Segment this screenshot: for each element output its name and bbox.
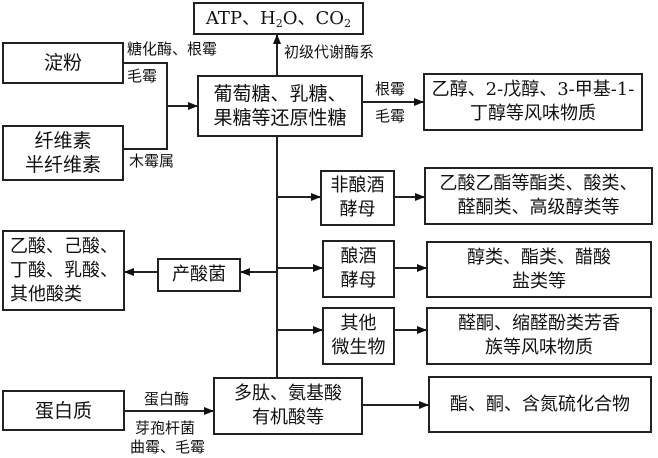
microbe-name-line: 非酿酒 — [330, 175, 385, 196]
sugar-line-2: 果糖等还原性糖 — [213, 107, 347, 129]
products-line: 族等风味物质 — [485, 337, 593, 358]
hemicellulose-label: 半纤维素 — [24, 154, 101, 176]
atp-box-text: ATP、H2O、CO2 — [205, 7, 352, 30]
protease-label: 蛋白酶 — [144, 390, 190, 408]
ester-ketone-sulfur-box: 酯、酮、含氮硫化合物 — [428, 376, 652, 433]
atp-h2o-co2-box: ATP、H2O、CO2 — [193, 2, 364, 35]
starch-box: 淀粉 — [2, 42, 124, 84]
reducing-sugar-box: 葡萄糖、乳糖、 果糖等还原性糖 — [197, 75, 363, 137]
microbe-name-line: 酵母 — [339, 199, 376, 220]
peptide-line: 有机酸等 — [252, 407, 324, 428]
peptide-line: 多肽、氨基酸 — [234, 383, 342, 404]
starch-label: 淀粉 — [43, 52, 82, 74]
products-line: 醛酮类、高级醇类等 — [457, 197, 620, 218]
saccharomyces-products-box: 醇类、酯类、醋酸 盐类等 — [426, 241, 652, 298]
bacillus-label: 芽孢杆菌 — [135, 419, 196, 437]
final-label: 酯、酮、含氮硫化合物 — [450, 393, 630, 415]
alcohol-flavor-box: 乙醇、2-戊醇、3-甲基-1- 丁醇等风味物质 — [423, 73, 643, 131]
products-line: 醛酮、缩醛酚类芳香 — [458, 313, 620, 334]
protein-label: 蛋白质 — [34, 399, 92, 422]
microbe-name-line: 酿酒 — [340, 246, 377, 267]
primary-metabolism-label: 初级代谢酶系 — [284, 43, 375, 61]
products-line: 盐类等 — [512, 270, 566, 292]
protein-box: 蛋白质 — [2, 390, 125, 431]
products-line: 醇类、酯类、醋酸 — [467, 246, 611, 268]
alcohol-line-1: 乙醇、2-戊醇、3-甲基-1- — [431, 79, 635, 100]
acids-line: 丁酸、乳酸、 — [10, 259, 118, 281]
acids-line: 乙酸、己酸、 — [10, 235, 118, 257]
cellulose-enzyme-label: 木霉属 — [129, 152, 175, 170]
cellulose-box: 纤维素 半纤维素 — [2, 125, 124, 181]
sugar-line-1: 葡萄糖、乳糖、 — [213, 83, 347, 105]
microbe-name-line: 酵母 — [340, 270, 377, 291]
other-microbes-products-box: 醛酮、缩醛酚类芳香 族等风味物质 — [426, 307, 652, 365]
alcohol-line-2: 丁醇等风味物质 — [470, 103, 596, 124]
acids-box: 乙酸、己酸、 丁酸、乳酸、 其他酸类 — [2, 230, 125, 311]
starch-enzyme-label: 糖化酶、根霉 — [127, 40, 218, 58]
products-line: 乙酸乙酯等酯类、酸类、 — [439, 173, 638, 194]
non-saccharomyces-products-box: 乙酸乙酯等酯类、酸类、 醛酮类、高级醇类等 — [424, 167, 653, 225]
other-microbes-box: 其他 微生物 — [322, 307, 395, 365]
acids-line: 其他酸类 — [10, 283, 82, 305]
aspergillus-mucor-label: 曲霉、毛霉 — [130, 438, 206, 456]
microbe-name-line: 微生物 — [331, 337, 386, 358]
cellulose-label: 纤维素 — [34, 130, 92, 152]
rhizopus-label: 根霉 — [375, 80, 406, 98]
starch-mucor-label: 毛霉 — [127, 67, 158, 85]
non-saccharomyces-yeast-box: 非酿酒 酵母 — [320, 170, 395, 226]
saccharomyces-yeast-box: 酿酒 酵母 — [322, 240, 395, 298]
microbe-name-line: 其他 — [340, 313, 377, 334]
peptide-amino-acid-box: 多肽、氨基酸 有机酸等 — [213, 377, 363, 435]
mucor-label: 毛霉 — [375, 107, 406, 125]
acid-bacteria-box: 产酸菌 — [157, 258, 241, 292]
acid-bacteria-label: 产酸菌 — [172, 264, 226, 285]
